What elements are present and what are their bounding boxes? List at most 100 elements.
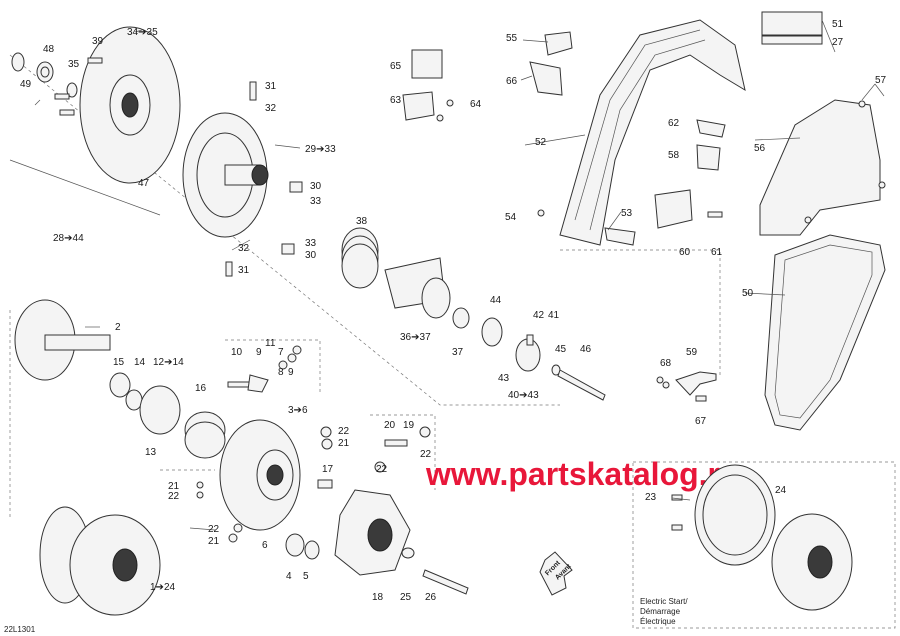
callout-14: 14 [134, 357, 146, 368]
callout-32a: 32 [265, 103, 277, 114]
callout-labels: 34➔35 39 48 35 49 31 32 29➔33 47 30 33 3… [20, 19, 887, 603]
callout-38: 38 [356, 216, 368, 227]
pins-19-22 [196, 426, 431, 543]
callout-8: 8 [278, 367, 284, 378]
electric-start-line1: Electric Start/ [640, 597, 688, 606]
driven-sheave-2 [14, 299, 226, 459]
warning-labels [411, 11, 823, 79]
callout-50: 50 [742, 288, 754, 299]
watermark-text: www.partskatalog.ru [425, 456, 740, 492]
callout-31a: 31 [265, 81, 277, 92]
callout-25: 25 [400, 592, 412, 603]
callout-30b: 30 [305, 250, 317, 261]
callout-52: 52 [535, 137, 547, 148]
spring-38 [341, 227, 379, 289]
callout-12: 12➔14 [153, 357, 184, 368]
callout-45: 45 [555, 344, 567, 355]
callout-19: 19 [403, 420, 415, 431]
small-washers-stack [11, 52, 103, 116]
callout-55: 55 [506, 33, 518, 44]
callout-18: 18 [372, 592, 384, 603]
callout-32b: 32 [238, 243, 250, 254]
callout-49: 49 [20, 79, 32, 90]
levers-7-11 [227, 345, 302, 393]
callout-67: 67 [695, 416, 707, 427]
callout-1: 1➔24 [150, 582, 176, 593]
callout-4: 4 [286, 571, 292, 582]
belt-guard-support-52 [559, 19, 746, 246]
cam-18 [334, 489, 469, 595]
callout-47: 47 [138, 178, 150, 189]
callout-57: 57 [875, 75, 887, 86]
spider-cover [384, 257, 606, 401]
callout-42: 42 [533, 310, 545, 321]
electric-start-box [632, 461, 896, 629]
ring-gear-24 [671, 464, 853, 611]
callout-63: 63 [390, 95, 402, 106]
callout-60: 60 [679, 247, 691, 258]
callout-53: 53 [621, 208, 633, 219]
callout-66: 66 [506, 76, 518, 87]
drive-housing-3-6 [219, 419, 333, 560]
belt-guard-cover-56 [759, 99, 886, 236]
movable-sheave [182, 81, 303, 277]
callout-16: 16 [195, 383, 207, 394]
callout-27: 27 [832, 37, 844, 48]
callout-30a: 30 [310, 181, 322, 192]
electric-start-line2: Démarrage [640, 607, 681, 616]
callout-37: 37 [452, 347, 464, 358]
callout-21c: 21 [208, 536, 220, 547]
callout-6: 6 [262, 540, 268, 551]
callout-44: 44 [490, 295, 502, 306]
callout-28: 28➔44 [53, 233, 84, 244]
callout-58: 58 [668, 150, 680, 161]
callout-35: 35 [68, 59, 80, 70]
callout-13: 13 [145, 447, 157, 458]
callout-64: 64 [470, 99, 482, 110]
callout-9b: 9 [288, 367, 294, 378]
guard-brackets-53-66 [402, 31, 726, 246]
callout-7: 7 [278, 347, 284, 358]
callout-33b: 33 [305, 238, 317, 249]
callout-11: 11 [265, 338, 276, 349]
callout-62: 62 [668, 118, 680, 129]
callout-26: 26 [425, 592, 437, 603]
bracket-59 [656, 371, 717, 402]
callout-3: 3➔6 [288, 405, 308, 416]
callout-10: 10 [231, 347, 243, 358]
callout-68: 68 [660, 358, 672, 369]
callout-51: 51 [832, 19, 844, 30]
callout-36: 36➔37 [400, 332, 431, 343]
callout-59: 59 [686, 347, 698, 358]
callout-41: 41 [548, 310, 560, 321]
callout-15: 15 [113, 357, 125, 368]
callout-24: 24 [775, 485, 787, 496]
callout-46: 46 [580, 344, 592, 355]
callout-61: 61 [711, 247, 723, 258]
callout-65: 65 [390, 61, 402, 72]
fixed-sheave [79, 26, 181, 184]
diagram-code: 22L1301 [4, 625, 36, 634]
callout-22b: 22 [420, 449, 432, 460]
assembled-pulley-1-24 [39, 506, 161, 616]
callout-9: 9 [256, 347, 262, 358]
callout-22e: 22 [208, 524, 220, 535]
callout-40: 40➔43 [508, 390, 539, 401]
callout-23: 23 [645, 492, 657, 503]
callout-29: 29➔33 [305, 144, 336, 155]
callout-54: 54 [505, 212, 517, 223]
callout-2: 2 [115, 322, 121, 333]
callout-31b: 31 [238, 265, 250, 276]
callout-17: 17 [322, 464, 334, 475]
callout-22c: 22 [376, 464, 388, 475]
callout-22a: 22 [338, 426, 350, 437]
electric-start-line3: Électrique [640, 617, 676, 626]
grouping-lines [9, 54, 896, 629]
callout-21b: 21 [168, 481, 180, 492]
callout-56: 56 [754, 143, 766, 154]
callout-22d: 22 [168, 491, 180, 502]
callout-20: 20 [384, 420, 396, 431]
callout-39: 39 [92, 36, 104, 47]
callout-21a: 21 [338, 438, 350, 449]
